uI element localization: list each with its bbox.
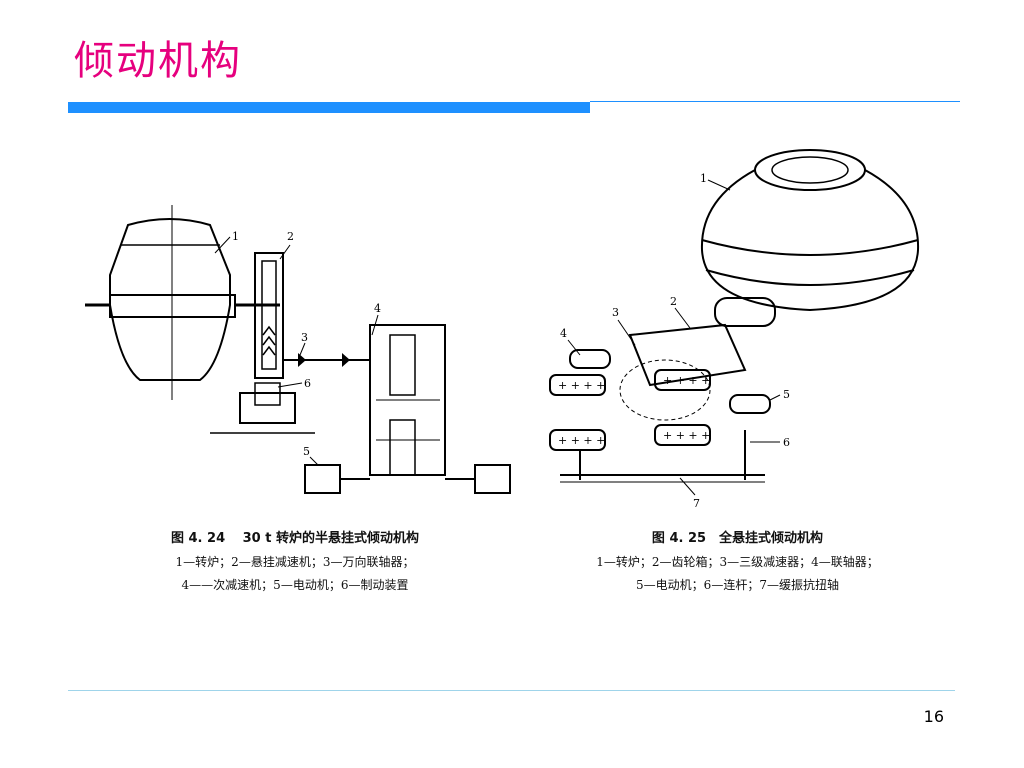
callout-line-3: [299, 342, 306, 356]
callout-2: 2: [287, 230, 294, 243]
coupling-left: [569, 349, 611, 369]
primary-gear-bottom: [389, 419, 416, 476]
callout-line-4: [567, 339, 581, 356]
coupling-mark-2: [342, 353, 350, 367]
title-underline-thick: [68, 102, 590, 113]
arm-upper-right: [654, 369, 711, 391]
caption-left-line-1: 1—转炉；2—悬挂减速机；3—万向联轴器；: [175, 555, 415, 569]
callout-5: 5: [303, 445, 310, 458]
converter-belt-top: [701, 239, 919, 256]
caption-left-line-2: 4——次减速机；5—电动机；6—制动装置: [181, 578, 409, 592]
callout-line-6: [277, 382, 303, 388]
motor-body: [729, 394, 771, 414]
callout-line-4: [371, 314, 379, 336]
callout-2: 2: [670, 295, 677, 308]
callout-line-3: [617, 319, 636, 346]
semi-suspended-diagram: 1 2 3 4 5 6: [85, 205, 511, 494]
brake-device: [254, 382, 281, 406]
callout-6: 6: [783, 436, 790, 449]
primary-gear-top: [389, 334, 416, 396]
converter-shape: [109, 218, 231, 381]
callout-line-2: [279, 244, 291, 260]
callout-line-2: [674, 307, 691, 329]
converter-body: [700, 169, 920, 312]
page-number: 16: [923, 707, 944, 726]
arm-mark-4: + + + +: [663, 429, 710, 442]
caption-left: 图 4. 24 30 t 转炉的半悬挂式倾动机构 1—转炉；2—悬挂减速机；3—…: [110, 530, 480, 600]
arm-mark-1: + + + +: [558, 379, 605, 392]
gearbox-body: [628, 323, 747, 387]
motor-right: [474, 464, 511, 494]
motor-left: [304, 464, 341, 494]
arm-lower-left: [549, 429, 606, 451]
caption-right-title: 图 4. 25 全悬挂式倾动机构: [651, 531, 824, 546]
caption-right-line-1: 1—转炉；2—齿轮箱；3—三级减速器；4—联轴器；: [596, 555, 879, 569]
trunnion-shaft: [714, 297, 776, 327]
callout-5: 5: [783, 388, 790, 401]
arm-mark-3: + + + +: [558, 434, 605, 447]
reducer-gear-marks: [262, 325, 276, 356]
callout-line-5: [769, 394, 781, 401]
caption-left-title: 图 4. 24 30 t 转炉的半悬挂式倾动机构: [170, 531, 419, 546]
coupling-mark-1: [298, 353, 306, 367]
callout-7: 7: [693, 497, 700, 510]
callout-line-7: [679, 477, 696, 496]
footer-divider: [68, 690, 955, 691]
callout-line-1: [707, 179, 731, 191]
base-support: [239, 392, 296, 424]
callout-1: 1: [700, 172, 707, 185]
reducer-inner: [261, 260, 277, 370]
gear-circle: [619, 359, 711, 421]
fully-suspended-diagram: + + + + + + + + + + + + + + + + 1 2 3 4 …: [549, 149, 920, 510]
arm-upper-left: [549, 374, 606, 396]
callout-3: 3: [612, 306, 619, 319]
arm-mark-2: + + + +: [663, 374, 710, 387]
callout-3: 3: [301, 331, 308, 344]
caption-right: 图 4. 25 全悬挂式倾动机构 1—转炉；2—齿轮箱；3—三级减速器；4—联轴…: [540, 530, 935, 600]
slide-title: 倾动机构: [74, 38, 242, 84]
callout-4: 4: [560, 327, 567, 340]
callout-line-1: [214, 236, 231, 254]
callout-6: 6: [304, 377, 311, 390]
caption-right-line-2: 5—电动机；6—连杆；7—缓振抗扭轴: [636, 578, 839, 592]
converter-belt-bottom: [705, 269, 915, 286]
arm-lower-right: [654, 424, 711, 446]
title-underline-thin: [590, 101, 960, 102]
callout-line-5: [309, 456, 319, 466]
figure-semi-suspended-tilting-mechanism: 1 2 3 4 5 6: [80, 195, 530, 515]
figure-fully-suspended-tilting-mechanism: + + + + + + + + + + + + + + + + 1 2 3 4 …: [540, 130, 935, 515]
callout-4: 4: [374, 302, 381, 315]
suspended-reducer-box: [254, 252, 284, 379]
converter-mouth-inner: [771, 156, 849, 184]
callout-1: 1: [232, 230, 239, 243]
